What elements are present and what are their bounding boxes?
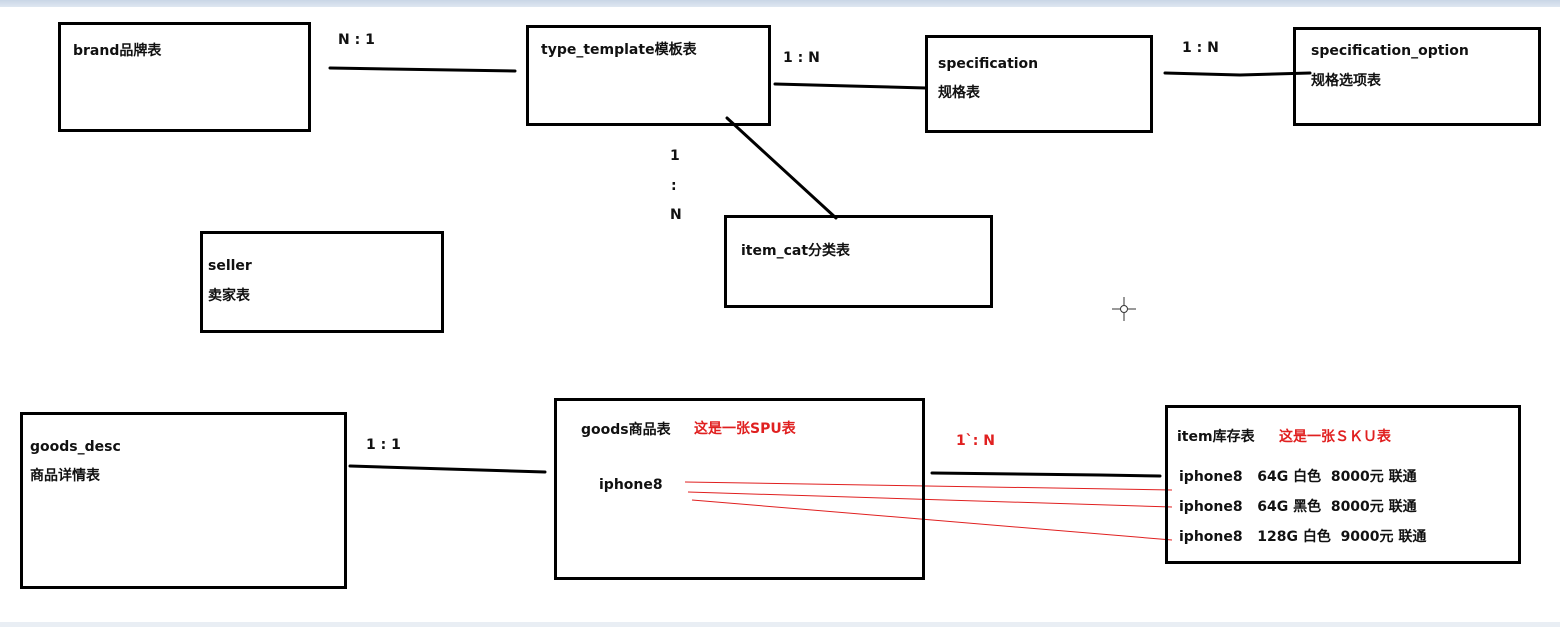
item-sku-row-2: iphone8 64G 黑色 8000元 联通 [1179, 499, 1417, 515]
seller-table-box [200, 231, 444, 333]
brand-table-label: brand品牌表 [73, 43, 162, 59]
specification-table-sublabel: 规格表 [938, 85, 980, 101]
seller-table-sublabel: 卖家表 [208, 288, 250, 304]
goods-desc-table-label: goods_desc [30, 439, 121, 455]
relation-type-template-item-cat-colon: : [671, 178, 677, 194]
type-template-table-label: type_template模板表 [541, 42, 697, 58]
relation-specification-option: 1 : N [1182, 40, 1219, 56]
window-bottom-edge [0, 622, 1560, 627]
type-template-table-box [526, 25, 771, 126]
seller-table-label: seller [208, 258, 252, 274]
item-table-box [1165, 405, 1521, 564]
relation-goods-item: 1`: N [956, 433, 995, 449]
specification-table-label: specification [938, 56, 1039, 72]
relation-type-template-item-cat-n: N [670, 207, 682, 223]
line-goods-desc-goods [348, 464, 547, 474]
line-goods-item [930, 471, 1162, 478]
item-sku-row-3: iphone8 128G 白色 9000元 联通 [1179, 529, 1427, 545]
line-type-template-item-cat [725, 116, 838, 220]
goods-table-box [554, 398, 925, 580]
line-type-template-specification [773, 82, 928, 90]
crosshair-cursor-icon [1112, 297, 1136, 321]
goods-example-product: iphone8 [599, 477, 663, 493]
specification-option-table-label: specification_option [1311, 43, 1469, 59]
item-cat-table-label: item_cat分类表 [741, 243, 851, 259]
specification-table-box [925, 35, 1153, 133]
line-specification-option [1163, 71, 1312, 77]
goods-desc-table-box [20, 412, 347, 589]
item-table-label: item库存表 [1177, 429, 1255, 445]
relation-type-template-specification: 1 : N [783, 50, 820, 66]
sku-line-2 [687, 491, 1173, 508]
relation-goods-desc-goods: 1 : 1 [366, 437, 401, 453]
window-top-edge [0, 0, 1560, 7]
line-brand-type-template [328, 66, 517, 73]
sku-line-3 [691, 499, 1173, 541]
sku-line-1 [684, 481, 1173, 491]
brand-table-box [58, 22, 311, 132]
relation-brand-type-template: N : 1 [338, 32, 375, 48]
goods-desc-table-sublabel: 商品详情表 [30, 468, 100, 484]
goods-table-label: goods商品表 [581, 422, 671, 438]
item-sku-note: 这是一张ＳＫＵ表 [1279, 429, 1391, 445]
specification-option-table-sublabel: 规格选项表 [1311, 73, 1381, 89]
item-cat-table-box [724, 215, 993, 308]
item-sku-row-1: iphone8 64G 白色 8000元 联通 [1179, 469, 1417, 485]
relation-type-template-item-cat-1: 1 [670, 148, 680, 164]
specification-option-table-box [1293, 27, 1541, 126]
goods-spu-note: 这是一张SPU表 [694, 421, 796, 437]
